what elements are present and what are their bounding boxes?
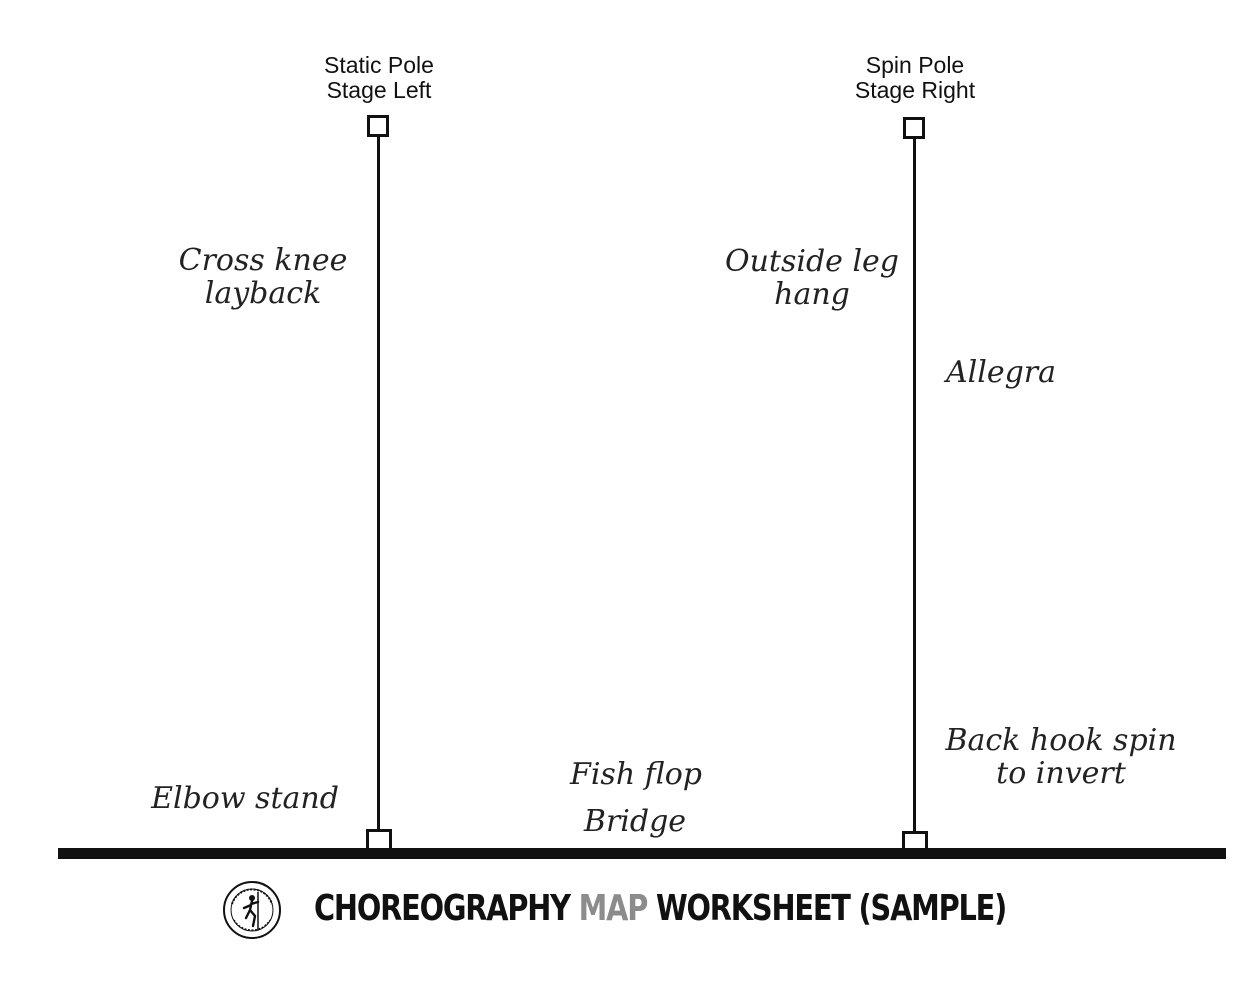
static-pole-line: [377, 137, 380, 830]
static-pole-position: Stage Left: [326, 77, 432, 103]
static-pole-label: Static Pole Stage Left: [269, 53, 489, 103]
move-back-hook-spin-to-invert: Back hook spin to invert: [926, 724, 1196, 790]
static-pole-title: Static Pole: [324, 52, 434, 78]
move-cross-knee-layback: Cross knee layback: [160, 244, 366, 310]
worksheet-title-part-3: WORKSHEET (SAMPLE): [647, 888, 1007, 929]
move-line: Bridge: [583, 804, 687, 839]
worksheet-title-accent: MAP: [578, 888, 649, 929]
move-line: Allegra: [945, 355, 1057, 390]
spin-pole-position: Stage Right: [854, 77, 976, 103]
move-outside-leg-hang: Outside leg hang: [706, 245, 918, 311]
move-allegra: Allegra: [938, 356, 1064, 389]
move-fish-flop: Fish flop: [554, 758, 718, 791]
spin-pole-base-marker: [902, 831, 928, 853]
move-elbow-stand: Elbow stand: [132, 782, 358, 815]
move-line: Outside leg: [724, 244, 899, 279]
worksheet-title-part-1: CHOREOGRAPHY: [314, 888, 579, 929]
spin-pole-label: Spin Pole Stage Right: [805, 53, 1025, 103]
spin-pole-top-marker: [903, 117, 925, 139]
move-line: Fish flop: [570, 757, 702, 792]
worksheet-title: CHOREOGRAPHY MAP WORKSHEET (SAMPLE): [314, 886, 1007, 932]
move-line: layback: [204, 276, 322, 311]
move-line: Back hook spin: [945, 723, 1177, 758]
spin-pole-title: Spin Pole: [865, 52, 965, 78]
move-line: Elbow stand: [151, 781, 339, 816]
move-line: to invert: [996, 756, 1126, 791]
pole-sport-organization-logo: [223, 881, 281, 939]
spin-pole-line: [913, 139, 916, 832]
move-line: hang: [774, 277, 850, 312]
static-pole-top-marker: [367, 115, 389, 137]
move-bridge: Bridge: [568, 805, 702, 838]
move-line: Cross knee: [178, 243, 348, 278]
static-pole-base-marker: [366, 829, 392, 851]
stage-floor-line: [58, 848, 1226, 859]
